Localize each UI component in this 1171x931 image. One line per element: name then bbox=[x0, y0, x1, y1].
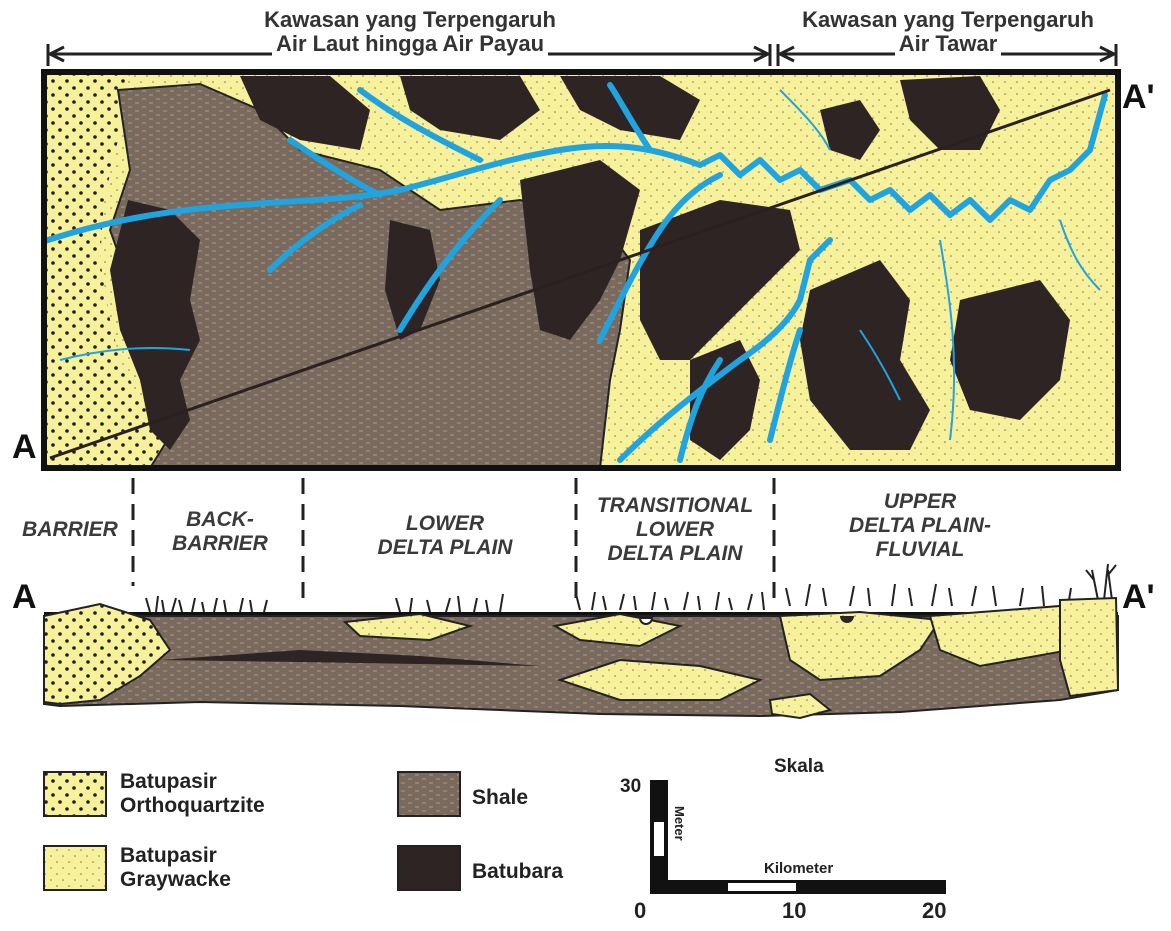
section-end-map: A' bbox=[1122, 78, 1155, 117]
env-lower-line2: DELTA PLAIN bbox=[330, 536, 560, 560]
legend-coal: Batubara bbox=[472, 860, 563, 884]
legend-gray-line1: Batupasir bbox=[120, 844, 231, 868]
legend-ortho-line1: Batupasir bbox=[120, 770, 265, 794]
env-barrier-line1: BARRIER bbox=[8, 518, 132, 542]
zone-fresh-line2: Air Tawar bbox=[895, 32, 1002, 56]
legend-orthoquartzite: Batupasir Orthoquartzite bbox=[120, 770, 265, 818]
env-upper-line1: UPPER bbox=[800, 490, 1040, 514]
section-start-profile: A bbox=[12, 578, 37, 617]
scale-vertical-max: 30 bbox=[620, 776, 641, 798]
zone-fresh-line1: Kawasan yang Terpengaruh bbox=[778, 8, 1118, 32]
env-transitional-line3: DELTA PLAIN bbox=[580, 542, 770, 566]
env-transitional-line2: LOWER bbox=[580, 518, 770, 542]
sand-lens-6 bbox=[1060, 598, 1118, 696]
section-end-profile: A' bbox=[1122, 578, 1155, 617]
legend-ortho-line2: Orthoquartzite bbox=[120, 794, 265, 818]
vegetation bbox=[146, 564, 1116, 612]
scale-horizontal-unit: Kilometer bbox=[764, 860, 833, 877]
legend-gray-line2: Graywacke bbox=[120, 868, 231, 892]
env-back-barrier-line2: BARRIER bbox=[140, 532, 300, 556]
scale-vertical-unit: Meter bbox=[672, 806, 687, 841]
scale-tick-0: 0 bbox=[634, 898, 646, 924]
zone-marine-line2: Air Laut hingga Air Payau bbox=[272, 32, 548, 56]
env-upper-line2: DELTA PLAIN- bbox=[800, 514, 1040, 538]
legend-graywacke: Batupasir Graywacke bbox=[120, 844, 231, 892]
section-start-map: A bbox=[12, 428, 37, 467]
env-lower-line1: LOWER bbox=[330, 512, 560, 536]
scale-tick-20: 20 bbox=[922, 898, 946, 924]
cross-section bbox=[44, 564, 1118, 718]
env-upper-line3: FLUVIAL bbox=[800, 538, 1040, 562]
env-transitional-line1: TRANSITIONAL bbox=[580, 494, 770, 518]
env-lower-delta-plain: LOWER DELTA PLAIN bbox=[330, 512, 560, 560]
zone-marine: Kawasan yang Terpengaruh Air Laut hingga… bbox=[180, 8, 640, 56]
env-back-barrier: BACK- BARRIER bbox=[140, 508, 300, 556]
legend-shale: Shale bbox=[472, 786, 528, 810]
env-transitional: TRANSITIONAL LOWER DELTA PLAIN bbox=[580, 494, 770, 566]
env-back-barrier-line1: BACK- bbox=[140, 508, 300, 532]
scale-title: Skala bbox=[774, 756, 824, 778]
env-upper-delta-plain: UPPER DELTA PLAIN- FLUVIAL bbox=[800, 490, 1040, 562]
scale-tick-10: 10 bbox=[782, 898, 806, 924]
map-view bbox=[44, 60, 1118, 468]
zone-fresh: Kawasan yang Terpengaruh Air Tawar bbox=[778, 8, 1118, 56]
env-barrier: BARRIER bbox=[8, 518, 132, 542]
zone-marine-line1: Kawasan yang Terpengaruh bbox=[180, 8, 640, 32]
